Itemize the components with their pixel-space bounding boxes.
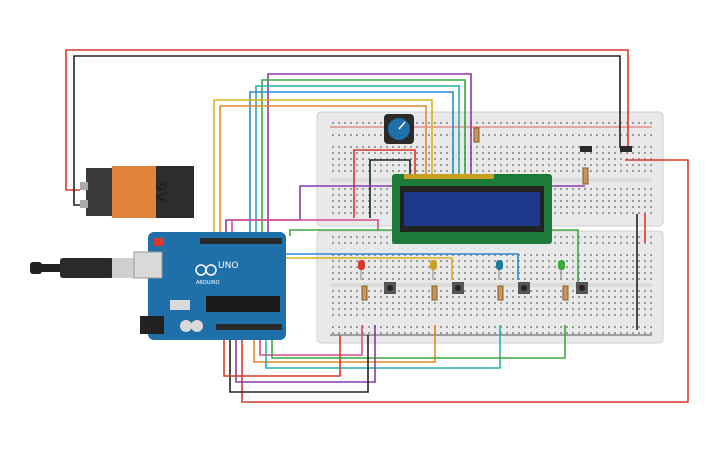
led-red — [358, 260, 365, 270]
arduino-uno-board: ARDUINO UNO — [133, 232, 286, 340]
wire-yellow-lcd — [213, 99, 433, 236]
resistors — [361, 127, 589, 301]
wire-black-bottom — [229, 334, 369, 393]
resistor-led-4 — [562, 285, 569, 301]
breadboard-bottom — [316, 230, 664, 344]
push-buttons — [384, 282, 588, 294]
battery-9v: 9V — [80, 166, 194, 218]
wire-purple-bottom — [235, 325, 376, 383]
wire-pink-top — [231, 219, 379, 236]
push-button-4 — [576, 282, 588, 294]
wire-red-battery — [65, 49, 629, 191]
usb-cable — [30, 258, 134, 278]
wire-black-pot — [369, 159, 411, 218]
wire-yellow-led — [285, 257, 453, 280]
wire-blue-lcd — [249, 91, 454, 236]
wire-teal-lcd — [255, 85, 460, 236]
wire-black-battery — [73, 55, 621, 206]
push-button-2 — [452, 282, 464, 294]
wire-purple-lcd — [267, 73, 472, 236]
lcd-display — [392, 174, 552, 244]
push-button-3 — [518, 282, 530, 294]
arduino-logo — [195, 264, 217, 276]
led-yellow — [430, 260, 437, 270]
resistor-led-2 — [431, 285, 438, 301]
led-green — [558, 260, 565, 270]
wire-teal-led — [265, 325, 501, 369]
led-blue — [496, 260, 503, 270]
arduino-model-label: UNO — [218, 261, 238, 271]
wire-red-power-loop — [241, 159, 689, 403]
wire-green-lcd — [261, 79, 466, 236]
push-button-1 — [384, 282, 396, 294]
wire-green-bottom — [271, 325, 566, 359]
wire-pink-led — [259, 325, 363, 356]
resistor-led-1 — [361, 285, 368, 301]
arduino-brand-label: ARDUINO — [196, 280, 220, 286]
resistor-top — [473, 127, 480, 143]
battery-label: 9V — [152, 182, 168, 203]
wire-red-pot — [353, 149, 416, 218]
wire-red-bottom — [223, 334, 341, 377]
potentiometer — [384, 114, 414, 144]
wire-blue-led — [280, 253, 519, 280]
wires — [65, 49, 689, 403]
leds — [358, 260, 565, 280]
resistor-right — [582, 167, 589, 185]
wire-orange-lcd — [219, 105, 427, 236]
slide-switches — [580, 146, 632, 152]
wire-orange-led — [253, 325, 436, 363]
resistor-led-3 — [497, 285, 504, 301]
